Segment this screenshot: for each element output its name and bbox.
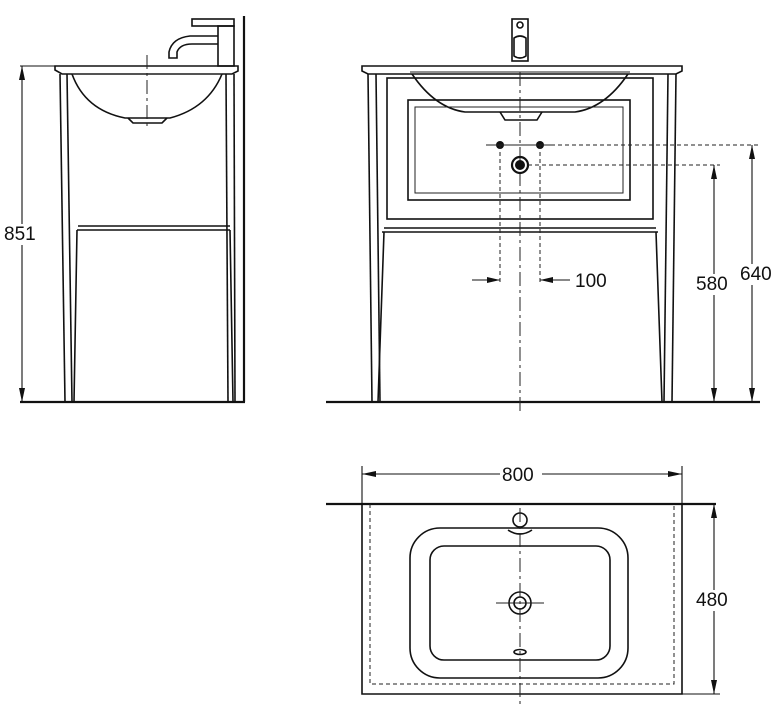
hole-spacing-dimension [472, 145, 570, 285]
front-basin-drain [499, 111, 543, 121]
top-cabinet-footprint [369, 504, 675, 685]
front-view: 100 580 640 [326, 18, 774, 412]
width-dimension [361, 466, 683, 504]
front-top-slab [361, 65, 683, 75]
label-backing [500, 465, 536, 486]
label-backing [738, 264, 774, 285]
side-back-leg-inner [225, 73, 229, 403]
front-left-leg-outer [367, 73, 373, 403]
overall-height-label: 851 [4, 224, 36, 245]
front-basin-bowl [411, 73, 629, 113]
front-lower-body [377, 231, 663, 403]
side-front-leg-outer [59, 73, 66, 403]
supply-height-label: 640 [740, 264, 772, 285]
side-front-leg-inner [66, 73, 73, 403]
top-basin-outer [409, 527, 629, 679]
side-faucet-icon [168, 18, 235, 67]
label-backing [694, 590, 730, 611]
waste-height-label: 580 [696, 274, 728, 295]
top-overflow-icon [513, 648, 527, 656]
label-backing [2, 224, 38, 245]
side-top-slab [54, 65, 239, 75]
front-faucet-icon [511, 18, 529, 62]
top-view: 800 480 [326, 465, 730, 704]
top-counter-outline [361, 504, 683, 695]
front-right-leg-outer [671, 73, 677, 403]
side-view: 851 [2, 16, 246, 404]
depth-label: 480 [696, 590, 728, 611]
hole-spacing-label: 100 [575, 271, 607, 292]
label-backing [694, 274, 730, 295]
front-right-leg-inner [663, 73, 669, 403]
front-drawer-recess-inner [414, 106, 624, 194]
label-backing [573, 271, 609, 292]
front-drawer-recess-outer [407, 99, 631, 201]
side-lower-body [73, 229, 234, 403]
width-label: 800 [502, 465, 534, 486]
side-back-leg-outer [233, 73, 236, 403]
